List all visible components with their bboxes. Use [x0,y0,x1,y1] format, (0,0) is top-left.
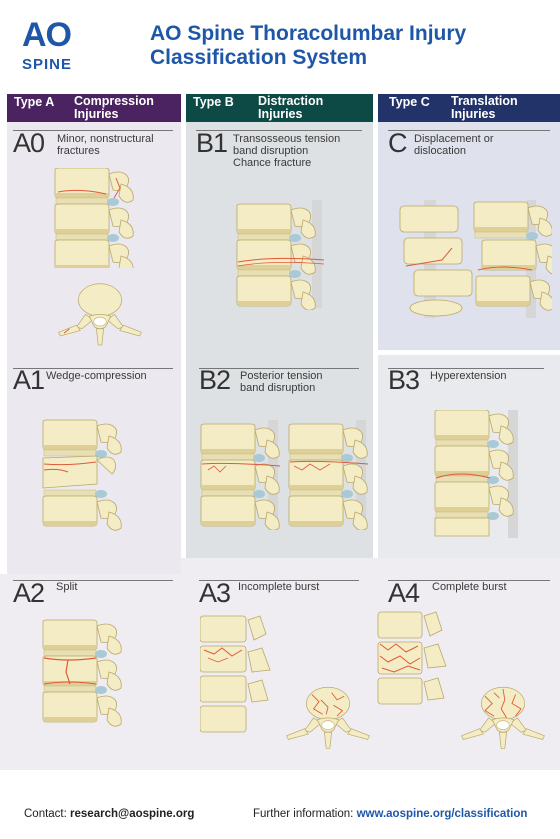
divider-b3 [388,368,544,369]
illustration-a4-axial [461,686,545,749]
illustration-b1 [236,200,325,310]
illustration-b2-right [288,420,369,530]
column-type-label: Type A [14,95,55,109]
code-b3: B3 [388,365,420,395]
illustration-a3-axial [286,686,370,749]
illustration-a0-lateral [54,168,134,268]
info-label: Further information: [253,808,354,820]
desc-a4: Complete burst [432,581,507,593]
info-line: Further information: www.aospine.org/cla… [253,808,527,820]
illustration-a1 [42,419,122,531]
divider-c [388,130,550,131]
column-type-label: Type B [193,95,234,109]
footer [0,770,560,839]
desc-a1: Wedge-compression [46,370,147,382]
code-a2: A2 [13,578,45,608]
illustration-a2 [42,619,122,727]
desc-b3: Hyperextension [430,370,507,382]
logo-ao-text: AO [22,16,72,54]
illustration-a4-lateral [377,611,447,705]
info-url-link[interactable]: www.aospine.org/classification [356,808,528,820]
divider-a2 [13,580,173,581]
divider-b1 [196,130,362,131]
illustration-b3 [434,410,518,538]
illustration-a0-axial [58,283,142,346]
code-b2: B2 [199,365,231,395]
contact-label: Contact: [24,808,67,820]
divider-a3 [199,580,359,581]
code-a0: A0 [13,128,45,158]
title-line-2: Classification System [150,46,368,69]
divider-a1 [13,368,173,369]
illustration-c [399,200,552,318]
column-type-label: Type C [389,95,430,109]
divider-a0 [13,130,173,131]
code-c: C [388,128,407,158]
illustration-a3-lateral [200,615,271,733]
divider-b2 [199,368,359,369]
illustration-b2-left [200,420,281,530]
desc-a2: Split [56,581,78,593]
contact-line: Contact: research@aospine.org [24,808,194,820]
code-a1: A1 [13,365,45,395]
code-a3: A3 [199,578,231,608]
code-a4: A4 [388,578,420,608]
logo-spine-text: SPINE [22,56,73,73]
desc-a3: Incomplete burst [238,581,320,593]
page-title: AO Spine Thoracolumbar Injury Classifica… [150,22,550,70]
divider-a4 [388,580,550,581]
title-line-1: AO Spine Thoracolumbar Injury [150,22,467,45]
panel-row-3-top [181,558,560,574]
contact-email-link[interactable]: research@aospine.org [70,808,195,820]
code-b1: B1 [196,128,228,158]
